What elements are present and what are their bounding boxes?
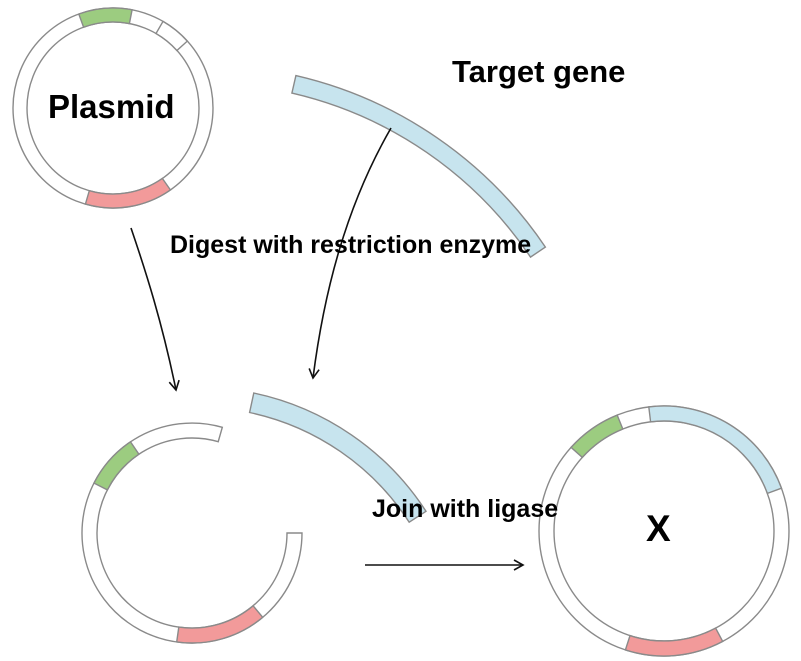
cut-plasmid-red-segment (175, 604, 264, 644)
cut-plasmid-green-segment (93, 440, 140, 491)
target-gene-arc (291, 74, 547, 259)
plasmid-label: Plasmid (48, 88, 175, 125)
cut-plasmid (81, 422, 303, 644)
digest-step-label: Digest with restriction enzyme (170, 231, 532, 259)
recombinant-plasmid-blue-segment (648, 405, 783, 495)
original-plasmid-red-segment (84, 177, 172, 209)
join-step-label: Join with ligase (372, 495, 559, 523)
recombinant-plasmid-red-segment (624, 627, 724, 657)
recombinant-plasmid (538, 405, 790, 657)
original-plasmid-restriction-site (155, 20, 189, 52)
gene-to-cut-arrow (308, 127, 392, 380)
original-plasmid (12, 7, 214, 209)
target-gene-label: Target gene (452, 54, 626, 89)
digested-target-gene-arc (248, 392, 427, 524)
product-label: X (646, 508, 671, 549)
original-plasmid-green-segment (77, 7, 133, 29)
recombinant-plasmid-green-segment (570, 414, 624, 459)
digested-target-gene (248, 392, 427, 524)
plasmid-to-cut-arrow (130, 227, 180, 392)
target-gene-fragment (291, 74, 547, 259)
